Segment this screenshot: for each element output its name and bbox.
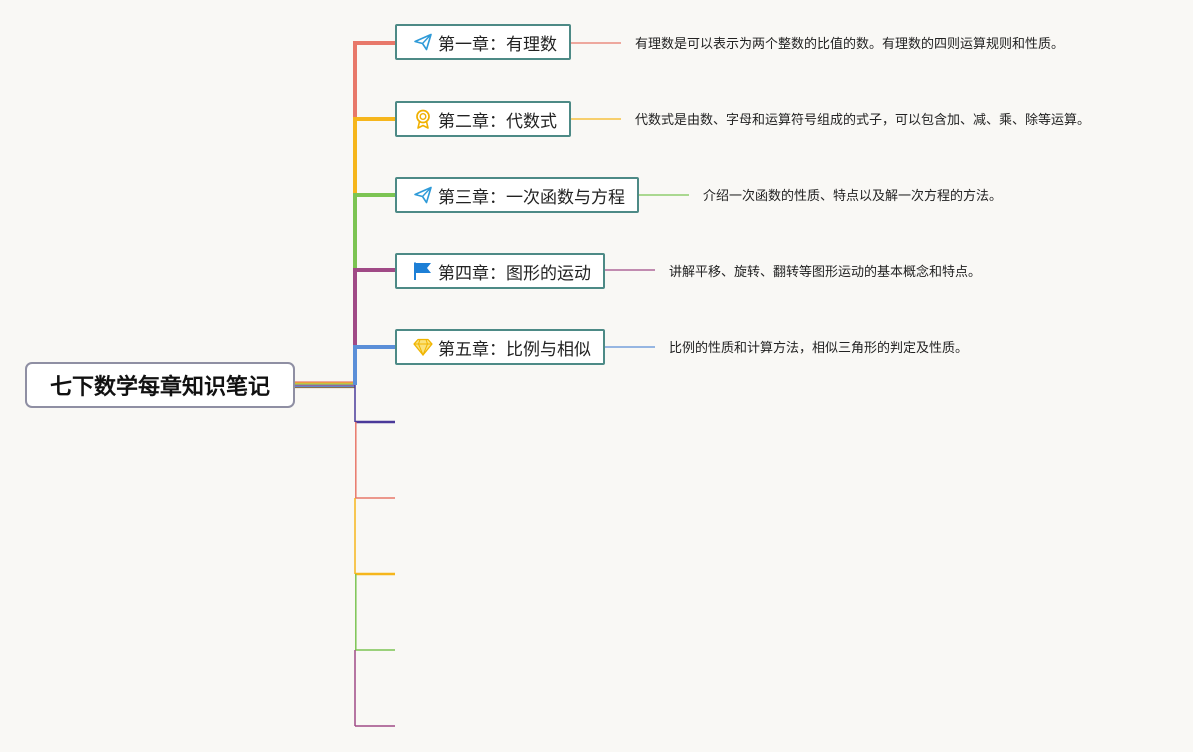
chapter-2-topic[interactable]: 第二章：代数式 [395,101,571,137]
paper-plane-icon [413,32,433,52]
chapter-4-topic[interactable]: 第四章：图形的运动 [395,253,605,289]
chapter-3-topic[interactable]: 第三章：一次函数与方程 [395,177,639,213]
chapter-5-label: 第五章：比例与相似 [438,339,591,360]
chapter-5-note: 比例的性质和计算方法，相似三角形的判定及性质。 [669,341,969,356]
paper-plane-icon [413,185,433,205]
chapter-4-note: 讲解平移、旋转、翻转等图形运动的基本概念和特点。 [669,265,982,280]
chapter-2-label: 第二章：代数式 [438,111,557,132]
root-topic-label: 七下数学每章知识笔记 [49,375,270,400]
chapter-5-topic[interactable]: 第五章：比例与相似 [395,329,605,365]
chapter-4-label: 第四章：图形的运动 [438,263,591,284]
chapter-1-label: 第一章：有理数 [438,34,557,55]
root-topic[interactable]: 七下数学每章知识笔记 [25,362,295,408]
chapter-1-note: 有理数是可以表示为两个整数的比值的数。有理数的四则运算规则和性质。 [635,37,1065,52]
chapter-1-topic[interactable]: 第一章：有理数 [395,24,571,60]
flag-icon [413,261,433,281]
diamond-icon [413,337,433,357]
chapter-3-label: 第三章：一次函数与方程 [438,187,625,208]
award-badge-icon [413,109,433,129]
chapter-3-note: 介绍一次函数的性质、特点以及解一次方程的方法。 [703,189,1003,204]
chapter-2-note: 代数式是由数、字母和运算符号组成的式子，可以包含加、减、乘、除等运算。 [635,113,1091,128]
